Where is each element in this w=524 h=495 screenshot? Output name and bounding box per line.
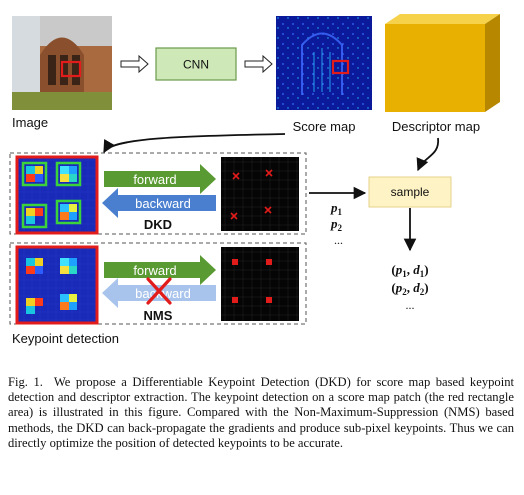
descriptor-map-label: Descriptor map [392,119,480,134]
dkd-backward-label: backward [135,196,191,211]
image-red-patch [60,60,82,78]
caption-text: We propose a Differentiable Keypoint Det… [8,375,515,450]
keypoint-p2: p2 [330,216,343,233]
figure-caption: Fig. 1. We propose a Differentiable Keyp… [8,375,514,451]
cnn-label: CNN [183,58,209,72]
dkd-output-map [221,157,299,231]
descriptor-to-sample-arrow [416,137,439,172]
caption-label: Fig. 1. [8,375,43,389]
nms-forward-label: forward [133,263,176,278]
sample-label: sample [391,185,430,199]
hollow-arrow-1 [120,54,149,74]
nms-heatmap [15,245,99,325]
sample-box: sample [368,176,452,208]
score-map-thumbnail [276,16,372,110]
figure-diagram: Image CNN Score map Descriptor map [9,14,500,346]
input-image-thumbnail [12,16,112,110]
keypoint-descriptor-pairs: (p1, d1) (p2, d2) ... [391,262,428,312]
red-x-mark-icon [146,277,172,305]
dkd-method-label: DKD [144,217,172,232]
dkd-subpixel-keypoints [230,169,273,220]
dkd-panel-border [9,152,307,235]
dkd-forward-label: forward [133,172,176,187]
dkd-backward-arrow: backward [102,188,216,218]
pair-2: (p2, d2) [391,280,428,297]
cnn-box: CNN [155,47,237,81]
image-label: Image [12,115,48,130]
keypoint-detection-label: Keypoint detection [12,331,119,346]
keypoint-ellipsis: ... [334,233,343,247]
descriptor-cube [385,14,500,112]
nms-panel-border [9,242,307,325]
score-map-red-patch [331,59,350,75]
keypoint-p1: p1 [330,200,343,217]
hollow-arrow-2 [244,54,273,74]
nms-forward-arrow: forward [104,255,216,285]
keypoint-list: p1 p2 ... [330,200,343,247]
pair-1: (p1, d1) [391,262,428,279]
nms-output-map [221,247,299,321]
pairs-ellipsis: ... [406,298,415,312]
dkd-forward-arrow: forward [104,164,216,194]
nms-method-label: NMS [144,308,173,323]
score-map-label: Score map [293,119,356,134]
score-to-detection-arrow [103,133,286,154]
dkd-heatmap [15,155,99,235]
nms-pixel-keypoints [232,259,272,303]
